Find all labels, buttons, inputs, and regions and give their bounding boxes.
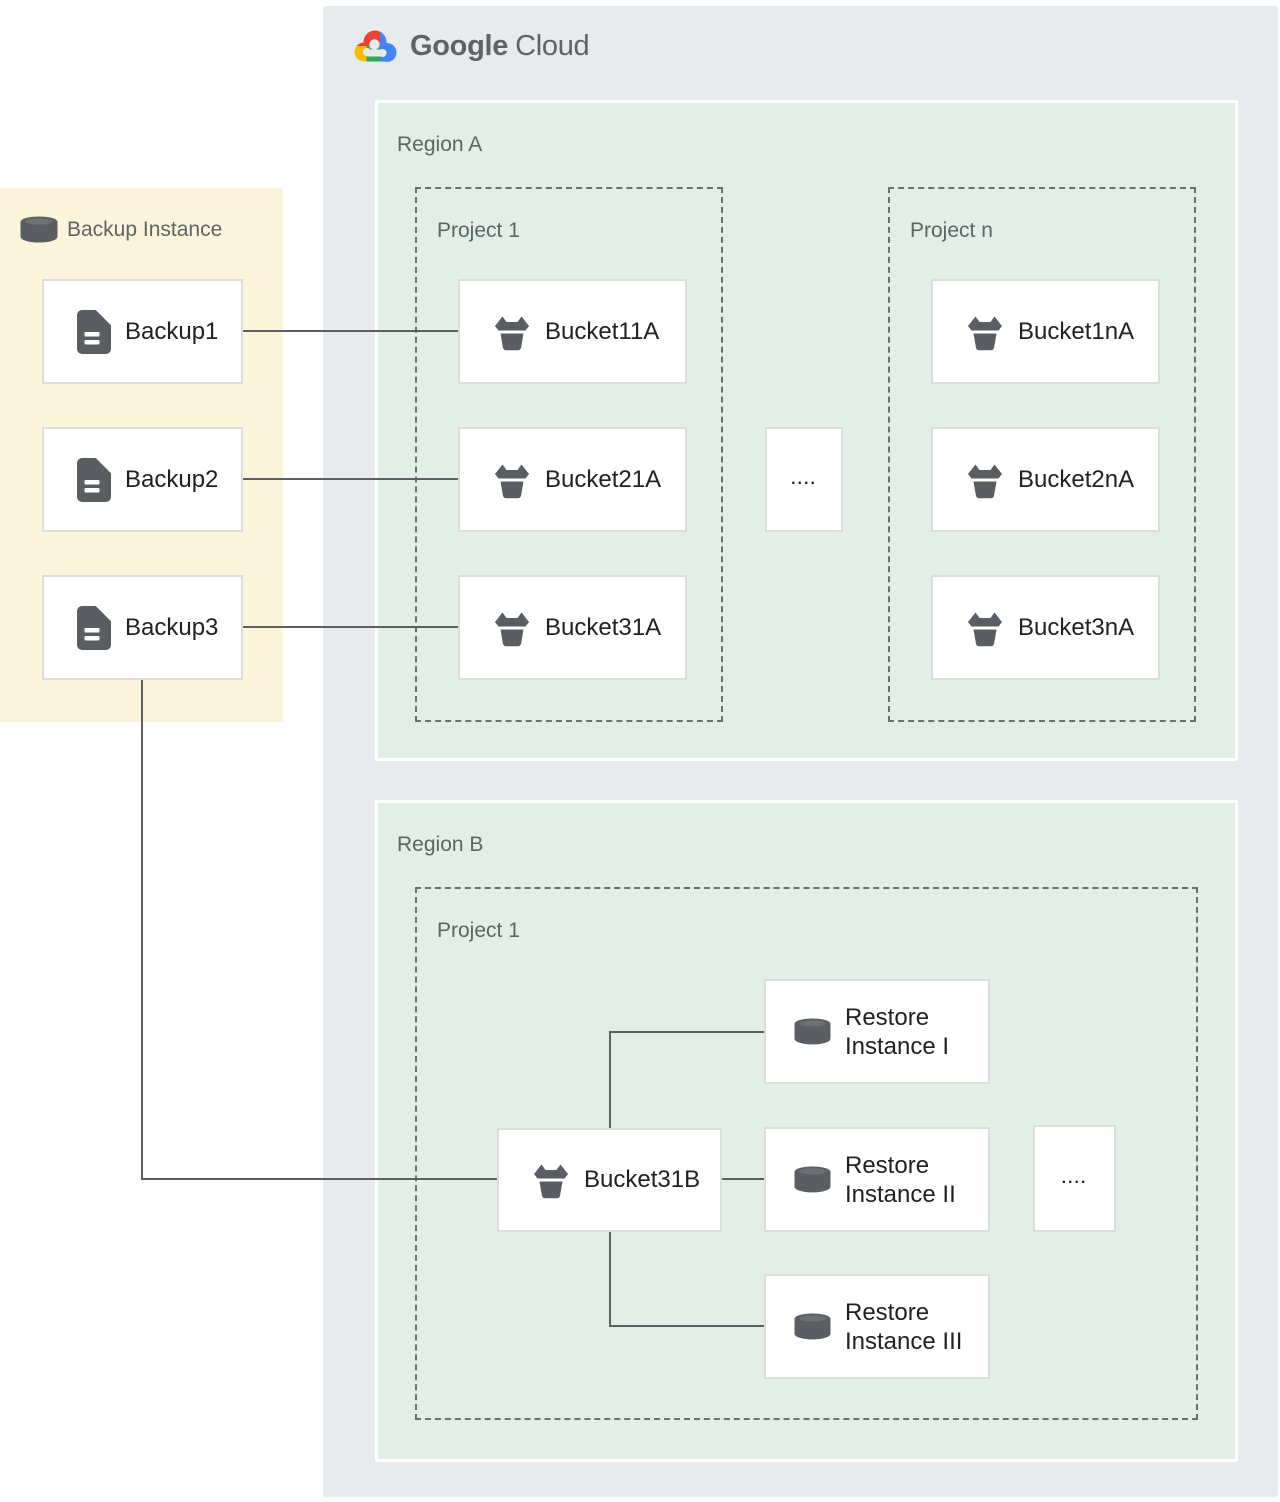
restore-instance-2-label: Restore Instance II [845, 1151, 956, 1209]
storage-bucket-icon [493, 461, 531, 499]
edge-bucket31b-restore1-horizontal [609, 1031, 765, 1033]
restore-line1: Restore [845, 1151, 930, 1179]
restore-instance-1-label: Restore Instance I [845, 1003, 949, 1061]
restore-line1: Restore [845, 1298, 930, 1326]
google-cloud-icon [353, 27, 399, 65]
restore-line1: Restore [845, 1003, 930, 1031]
bucket2na-node: Bucket2nA [931, 427, 1160, 532]
edge-bucket31b-restore3-vertical [609, 1231, 611, 1327]
storage-bucket-icon [493, 609, 531, 647]
backup1-label: Backup1 [125, 317, 219, 345]
region-a-project-1-label: Project 1 [437, 219, 520, 242]
backup3-label: Backup3 [125, 613, 219, 641]
database-icon [794, 1018, 831, 1045]
backup1-node: Backup1 [42, 279, 243, 384]
bucket11a-label: Bucket11A [545, 317, 660, 345]
bucket3na-label: Bucket3nA [1018, 613, 1135, 641]
bucket2na-label: Bucket2nA [1018, 465, 1135, 493]
region-a-project-1 [415, 187, 723, 722]
bucket1na-node: Bucket1nA [931, 279, 1160, 384]
region-b-label: Region B [397, 833, 484, 856]
region-a-project-n [888, 187, 1196, 722]
edge-backup3-bucket31b-vertical [141, 680, 143, 1180]
backup2-label: Backup2 [125, 465, 219, 493]
backup-instance-header: Backup Instance [20, 216, 222, 243]
ellipsis-box-region-b: .... [1033, 1125, 1116, 1232]
region-b-project-1 [415, 887, 1198, 1420]
restore-line2: Instance I [845, 1032, 950, 1060]
restore-line2: Instance II [845, 1180, 956, 1208]
document-icon [77, 457, 111, 502]
bucket1na-label: Bucket1nA [1018, 317, 1135, 345]
edge-bucket31b-restore2 [722, 1178, 765, 1180]
bucket31b-label: Bucket31B [584, 1166, 701, 1193]
ellipsis-box-region-a: .... [765, 427, 843, 532]
restore-instance-2-node: Restore Instance II [764, 1127, 990, 1232]
bucket31a-label: Bucket31A [545, 613, 662, 641]
edge-backup3-bucket31b-horizontal [141, 1178, 497, 1180]
edge-backup3-bucket31a [243, 626, 458, 628]
ellipsis-label: .... [791, 470, 817, 488]
storage-bucket-icon [493, 313, 531, 351]
bucket11a-node: Bucket11A [458, 279, 687, 384]
edge-bucket31b-restore1-vertical [609, 1031, 611, 1128]
bucket21a-label: Bucket21A [545, 465, 662, 493]
edge-bucket31b-restore3-horizontal [609, 1325, 765, 1327]
database-icon [794, 1313, 831, 1340]
storage-bucket-icon [966, 609, 1004, 647]
document-icon [77, 309, 111, 354]
region-a-label: Region A [397, 133, 483, 156]
logo-google-text: Google [410, 29, 509, 62]
document-icon [77, 605, 111, 650]
restore-instance-1-node: Restore Instance I [764, 979, 990, 1084]
storage-bucket-icon [966, 313, 1004, 351]
database-icon [794, 1166, 831, 1193]
restore-line2: Instance III [845, 1327, 963, 1355]
ellipsis-label: .... [1061, 1169, 1088, 1187]
bucket21a-node: Bucket21A [458, 427, 687, 532]
bucket31a-node: Bucket31A [458, 575, 687, 680]
restore-instance-3-label: Restore Instance III [845, 1298, 962, 1356]
backup3-node: Backup3 [42, 575, 243, 680]
logo-cloud-text: Cloud [515, 29, 590, 62]
bucket31b-node: Bucket31B [497, 1128, 722, 1232]
restore-instance-3-node: Restore Instance III [764, 1274, 990, 1379]
storage-bucket-icon [966, 461, 1004, 499]
backup-instance-title: Backup Instance [67, 218, 223, 241]
database-icon [20, 216, 58, 243]
region-a-project-n-label: Project n [910, 219, 993, 242]
bucket3na-node: Bucket3nA [931, 575, 1160, 680]
region-b-project-1-label: Project 1 [437, 919, 520, 942]
edge-backup2-bucket21a [243, 478, 458, 480]
storage-bucket-icon [532, 1161, 570, 1199]
backup2-node: Backup2 [42, 427, 243, 532]
edge-backup1-bucket11a [243, 330, 458, 332]
